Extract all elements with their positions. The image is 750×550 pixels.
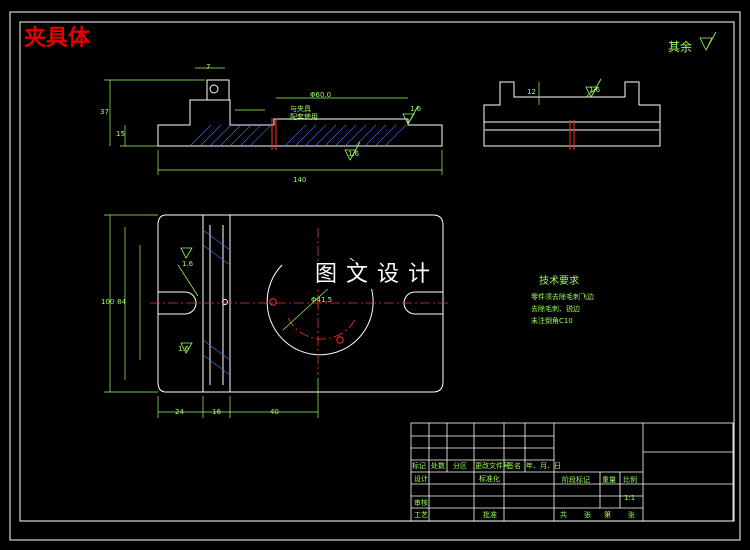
dim-inner-width: 84 xyxy=(117,298,126,306)
tb-standard: 标准化 xyxy=(479,475,500,483)
dim-groove-note: 与夹具 配套使用 xyxy=(290,105,318,121)
front-view xyxy=(157,79,443,150)
tb-sheet-unit: 张 xyxy=(628,511,635,519)
tb-stage: 阶段标记 xyxy=(562,476,590,484)
roughness-top-a: 1.6 xyxy=(182,260,194,268)
technical-requirements: 技术要求 零件须去除毛刺飞边 去除毛刺、锐边 未注倒角C10 xyxy=(531,276,594,327)
inner-border xyxy=(19,21,735,522)
dim-slot-width: 7 xyxy=(206,63,211,71)
tb-header-sign: 签名 xyxy=(507,462,521,470)
tech-item: 未注倒角C10 xyxy=(531,317,573,325)
roughness-side: 1.6 xyxy=(589,86,601,94)
roughness-top-b: 1.6 xyxy=(178,345,190,353)
front-view-dimensions xyxy=(104,67,443,175)
tb-scale: 1:1 xyxy=(624,494,636,502)
roughness-front-bottom: 1.6 xyxy=(348,150,360,158)
drawing-title: 夹具体 xyxy=(24,26,91,51)
dim-width-b: 16 xyxy=(212,408,221,416)
top-view-hatch xyxy=(202,229,231,376)
tb-header-count: 处数 xyxy=(431,462,445,470)
dim-overall-width: 100 xyxy=(101,298,115,306)
tech-heading: 技术要求 xyxy=(539,276,579,287)
tb-process: 工艺 xyxy=(414,511,428,519)
roughness-note: 其余 xyxy=(668,40,693,54)
tb-weight: 重量 xyxy=(602,476,616,484)
tech-item: 去除毛刺、锐边 xyxy=(531,305,580,313)
center-lines xyxy=(150,228,450,375)
dim-height: 37 xyxy=(100,108,109,116)
tb-sheet-no: 第 xyxy=(604,511,611,519)
tb-scale-label: 比例 xyxy=(623,476,637,484)
top-view xyxy=(157,214,444,393)
tb-header-date: 年、月、日 xyxy=(526,462,561,470)
dim-side-height: 12 xyxy=(527,88,536,96)
outer-border xyxy=(9,11,741,541)
side-view-dimensions xyxy=(538,82,597,105)
tb-sheet-label: 张 xyxy=(584,511,591,519)
dim-overall-length: 140 xyxy=(293,176,307,184)
dim-groove: Φ60.0 xyxy=(310,91,332,99)
tech-item: 零件须去除毛刺飞边 xyxy=(531,293,594,301)
tb-header-zone: 分区 xyxy=(453,462,467,470)
tb-header-change: 更改文件号 xyxy=(475,462,510,470)
roughness-front-top: 1.6 xyxy=(410,105,422,113)
dim-width-a: 24 xyxy=(175,408,184,416)
dim-width-c: 40 xyxy=(270,408,279,416)
dim-base-height: 15 xyxy=(116,130,125,138)
dim-bolt-circle: Φ41.5 xyxy=(311,296,333,304)
tb-approve: 批准 xyxy=(483,511,497,519)
title-block xyxy=(410,422,734,522)
tb-header-mark: 标记 xyxy=(412,462,426,470)
watermark: 图文设计 xyxy=(312,261,443,289)
side-view xyxy=(483,81,661,150)
tb-design: 设计 xyxy=(414,475,428,483)
roughness-symbols xyxy=(180,31,717,354)
tb-sheet-total: 共 xyxy=(560,511,567,519)
tb-review: 审核 xyxy=(414,499,428,507)
